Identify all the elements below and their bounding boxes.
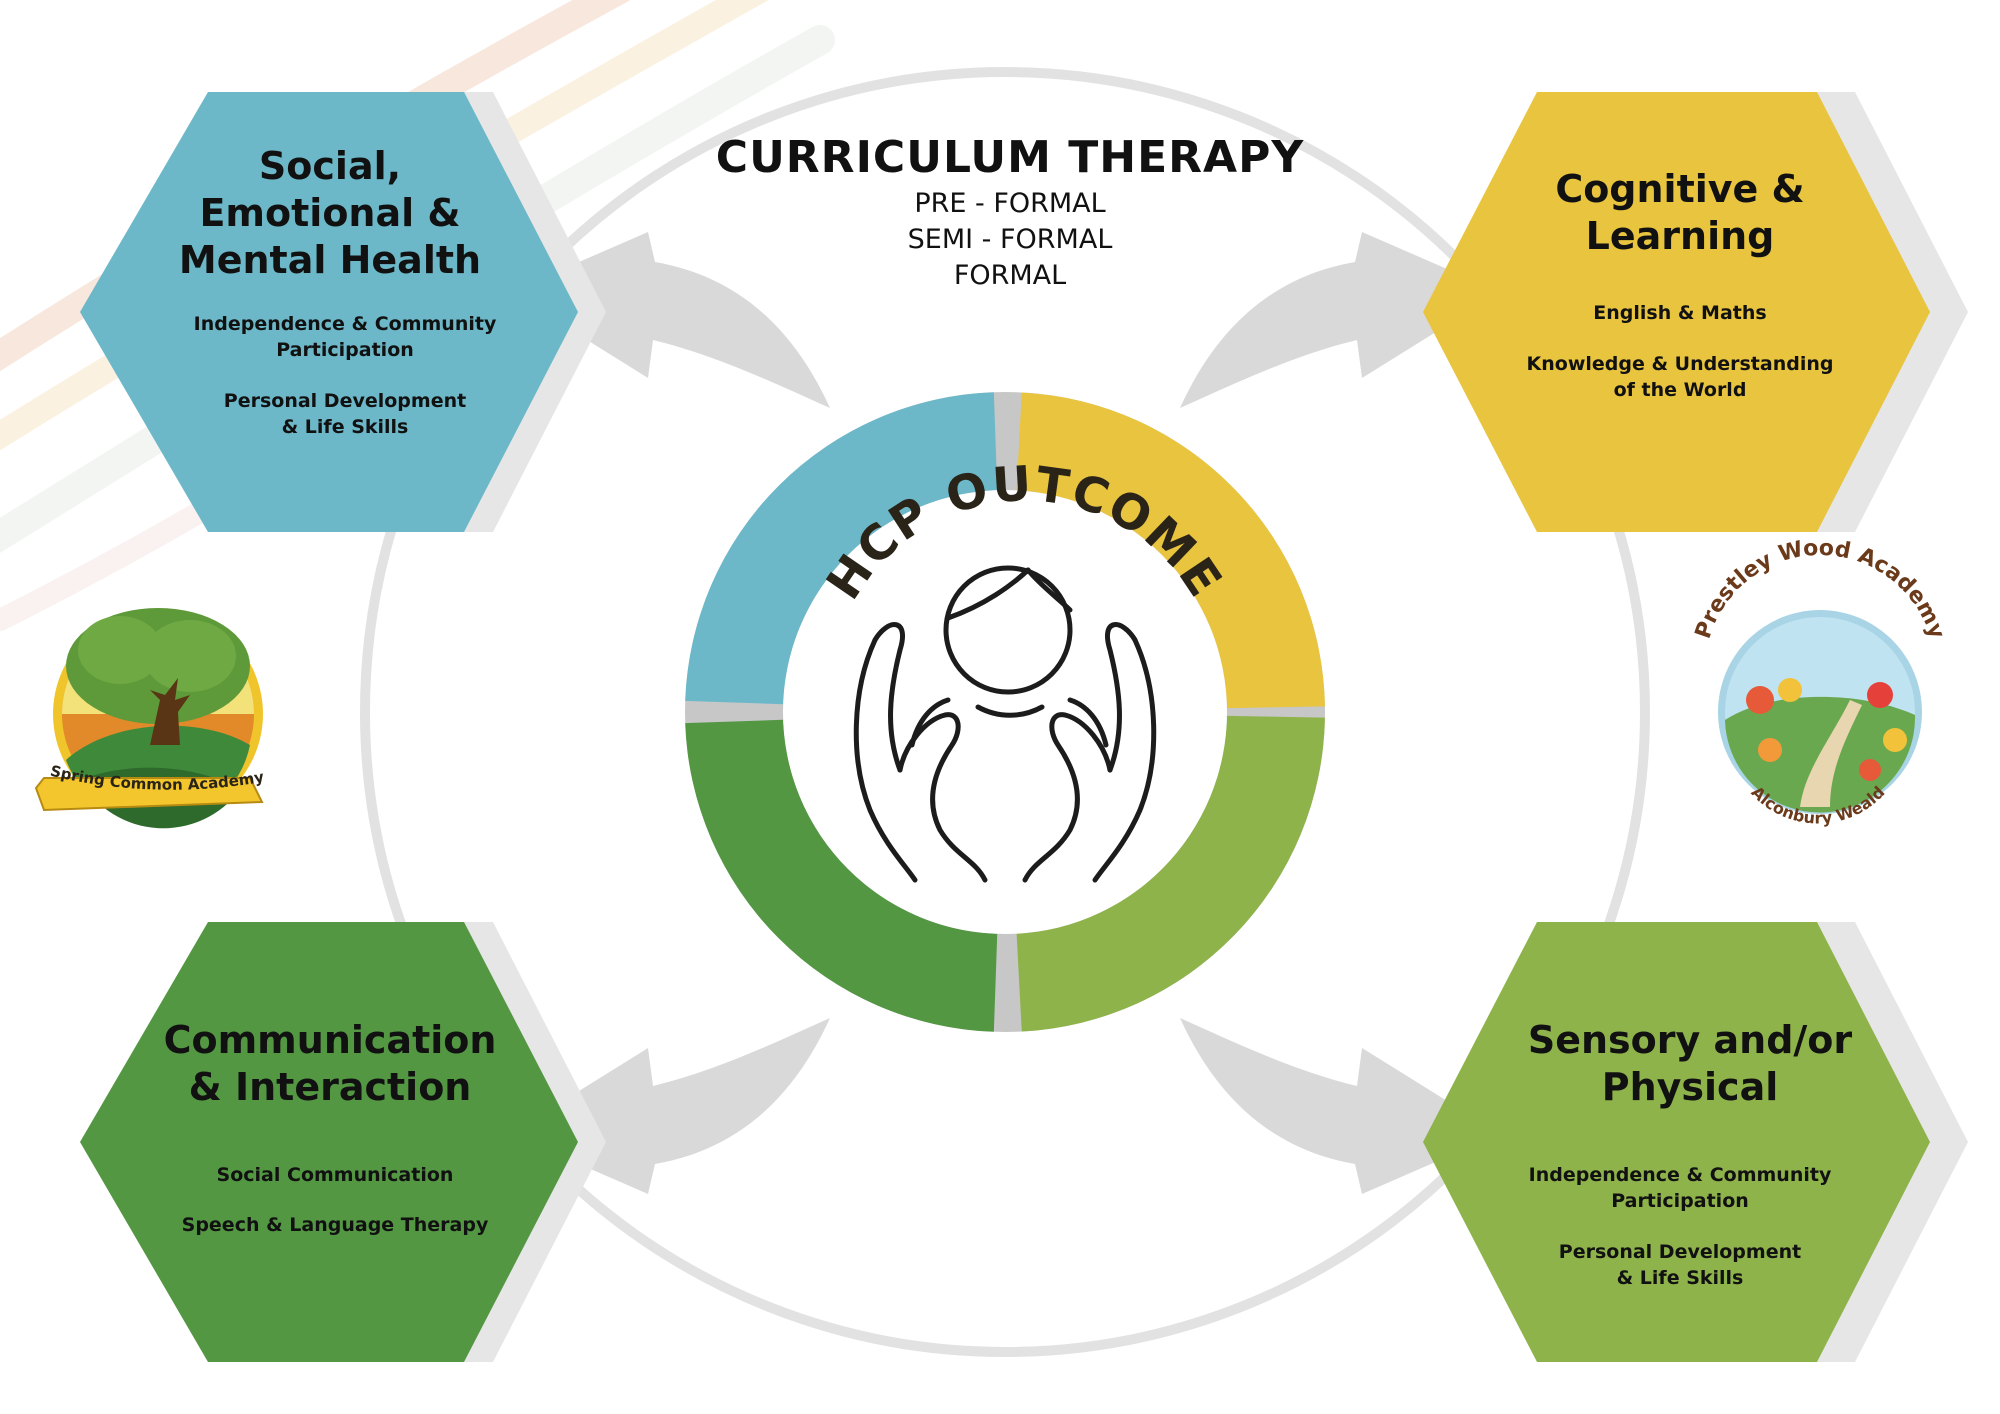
prestley-wood-academy-logo: Prestley Wood Academy Alconbury Weald [1691, 536, 1949, 828]
arrow-top-left-icon [510, 232, 830, 408]
area-item-communication-2: Speech & Language Therapy [181, 1214, 489, 1236]
area-item-sensory-1: Independence & Community Participation [1528, 1164, 1832, 1212]
area-item-sensory-2: Personal Development & Life Skills [1558, 1241, 1802, 1289]
ring-segment-cognitive [1016, 392, 1325, 709]
curved-arrows [510, 232, 1500, 1194]
outcomes-ring [685, 392, 1325, 1032]
ring-segment-communication [685, 719, 998, 1032]
area-title-sensory: Sensory and/or Physical [1527, 1018, 1853, 1109]
ring-segment-social [685, 392, 998, 705]
arrow-bottom-right-icon [1180, 1018, 1500, 1194]
level-formal: FORMAL [953, 260, 1067, 291]
area-item-social-2: Personal Development & Life Skills [223, 390, 467, 438]
hexagon-cognitive [1423, 92, 1968, 532]
area-item-cognitive-1: English & Maths [1593, 302, 1767, 324]
outer-ring [360, 67, 1650, 1357]
diagram-title: CURRICULUM THERAPY [715, 132, 1305, 183]
level-semi-formal: SEMI - FORMAL [907, 224, 1113, 255]
arrow-top-right-icon [1180, 232, 1500, 408]
hexagon-social [80, 92, 606, 532]
ring-segment-sensory [1016, 715, 1325, 1032]
area-title-cognitive: Cognitive & Learning [1555, 167, 1805, 258]
hexagon-communication [80, 922, 606, 1362]
area-item-social-1: Independence & Community Participation [193, 313, 497, 361]
area-title-social: Social, Emotional & Mental Health [178, 144, 482, 282]
area-title-communication: Communication & Interaction [163, 1018, 497, 1109]
area-item-cognitive-2: Knowledge & Understanding of the World [1526, 353, 1834, 401]
spring-common-academy-logo: Spring Common Academy [34, 608, 265, 829]
level-pre-formal: PRE - FORMAL [914, 188, 1106, 219]
area-item-communication-1: Social Communication [216, 1164, 454, 1186]
caring-hands-icon [853, 565, 1157, 883]
hexagon-sensory [1423, 922, 1968, 1362]
